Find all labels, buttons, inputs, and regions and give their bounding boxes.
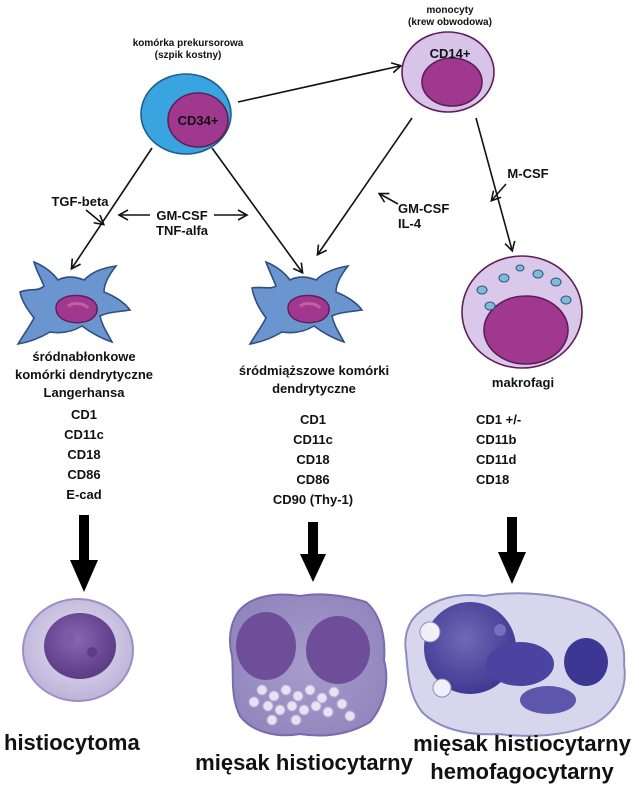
- monocyte-label: monocyty (krew obwodowa): [380, 5, 520, 29]
- macrophage-markers: CD1 +/- CD11b CD11d CD18: [476, 410, 556, 490]
- down-arrow-interstitial: [300, 522, 326, 582]
- arrow-gm-il4: [377, 192, 399, 205]
- outcome-hemo-2: hemofagocytarny: [430, 759, 614, 784]
- macrophage-marker: CD18: [476, 472, 510, 487]
- outcome-hemophagocytic: mięsak histiocytarny hemofagocytarny: [408, 730, 636, 786]
- monocyte-subtitle: (krew obwodowa): [408, 17, 492, 28]
- langerhans-name-1: śródnabłonkowe: [32, 349, 136, 364]
- factor-gm-il4: GM-CSF IL-4: [398, 201, 462, 231]
- langerhans-markers: CD1 CD11c CD18 CD86 E-cad: [44, 405, 124, 505]
- factor-gm-tnf: GM-CSF TNF-alfa: [142, 208, 222, 238]
- factor-gm-il4-1: GM-CSF: [398, 201, 450, 216]
- outcome-hemo-1: mięsak histiocytarny: [413, 731, 631, 756]
- arrows: [70, 62, 516, 275]
- precursor-cell-icon: [140, 73, 232, 155]
- langerhans-marker: CD1: [70, 407, 97, 422]
- factor-mcsf: M-CSF: [507, 166, 549, 181]
- arrow-precursor-to-langerhans: [70, 147, 153, 271]
- interstitial-marker: CD18: [296, 452, 330, 467]
- down-arrow-langerhans: [70, 515, 98, 592]
- arrow-precursor-to-interstitial: [211, 147, 304, 275]
- interstitial-name-2: dendrytyczne: [272, 381, 356, 396]
- arrow-tgf: [85, 209, 106, 226]
- micrograph-hemophagocytic: [404, 592, 626, 737]
- monocyte-title: monocyty: [426, 5, 474, 16]
- interstitial-marker: CD11c: [293, 432, 333, 447]
- down-arrow-macrophage: [498, 517, 526, 584]
- interstitial-name-1: śródmiąższowe komórki: [238, 363, 390, 378]
- macrophage-marker: CD1 +/-: [476, 412, 522, 427]
- monocyte-cell-icon: [401, 31, 495, 113]
- langerhans-marker: CD86: [67, 467, 101, 482]
- micrograph-histiocytoma: [22, 598, 134, 702]
- interstitial-marker: CD1: [299, 412, 326, 427]
- macrophage-name: makrofagi: [491, 375, 555, 390]
- interstitial-cell-icon: [248, 260, 364, 346]
- interstitial-marker: CD86: [296, 472, 330, 487]
- monocyte-marker: CD14+: [429, 46, 471, 61]
- precursor-label: komórka prekursorowa (szpik kostny): [120, 38, 256, 62]
- precursor-marker: CD34+: [177, 113, 219, 128]
- arrow-mcsf: [490, 183, 507, 202]
- outcome-histiocytoma: histiocytoma: [4, 730, 140, 755]
- arrow-precursor-to-monocyte: [237, 62, 403, 103]
- macrophage-cell-icon: [461, 255, 583, 369]
- macrophage-marker: CD11b: [476, 432, 517, 447]
- langerhans-marker: CD18: [67, 447, 101, 462]
- factor-gm-tnf-1: GM-CSF: [156, 208, 208, 223]
- langerhans-marker: CD11c: [64, 427, 104, 442]
- interstitial-marker: CD90 (Thy-1): [272, 492, 354, 507]
- langerhans-name-2: komórki dendrytyczne: [15, 367, 153, 382]
- factor-gm-il4-2: IL-4: [398, 216, 422, 231]
- micrograph-sarcoma: [229, 593, 388, 737]
- outcome-sarcoma: mięsak histiocytarny: [195, 750, 413, 775]
- langerhans-name-3: Langerhansa: [43, 385, 125, 400]
- big-down-arrows: [70, 515, 526, 592]
- arrow-monocyte-to-interstitial: [316, 117, 413, 257]
- langerhans-name: śródnabłonkowe komórki dendrytyczne Lang…: [4, 348, 164, 402]
- factor-gm-tnf-2: TNF-alfa: [156, 223, 208, 238]
- langerhans-cell-icon: [16, 260, 132, 346]
- precursor-title: komórka prekursorowa: [132, 38, 244, 49]
- interstitial-markers: CD1 CD11c CD18 CD86 CD90 (Thy-1): [263, 410, 363, 510]
- interstitial-name: śródmiąższowe komórki dendrytyczne: [224, 362, 404, 398]
- precursor-subtitle: (szpik kostny): [154, 50, 222, 61]
- langerhans-marker: E-cad: [66, 487, 102, 502]
- factor-tgf: TGF-beta: [51, 194, 109, 209]
- arrow-monocyte-to-macrophage: [475, 117, 516, 253]
- sarcoma-vacuoles: [248, 684, 356, 726]
- macrophage-marker: CD11d: [476, 452, 517, 467]
